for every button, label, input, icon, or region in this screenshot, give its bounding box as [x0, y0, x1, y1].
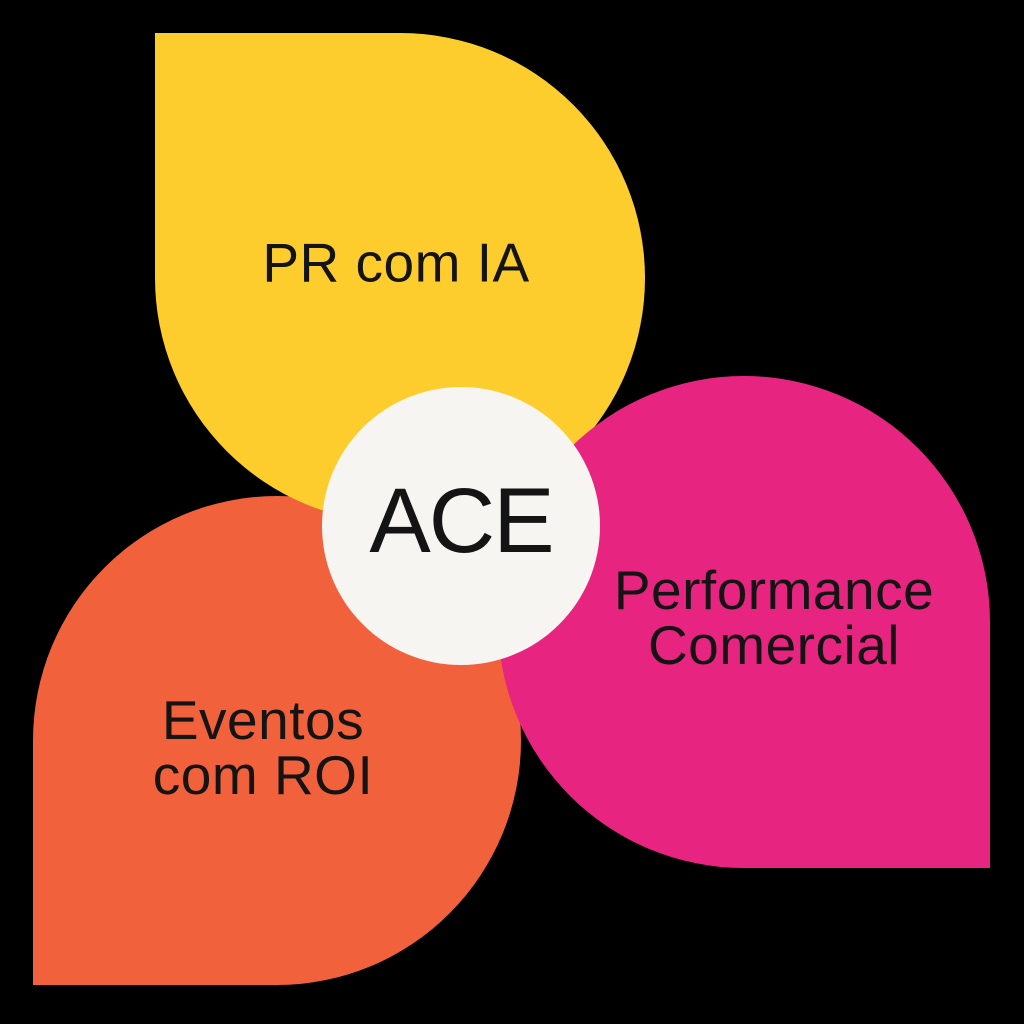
petal-label-performance-comercial: Performance Comercial — [613, 559, 935, 676]
petal-label-pr-com-ia: PR com IA — [262, 231, 530, 294]
center-circle: ACE — [322, 387, 600, 665]
petal-label-eventos-com-roi: Eventos com ROI — [152, 689, 374, 806]
center-label: ACE — [369, 469, 554, 572]
